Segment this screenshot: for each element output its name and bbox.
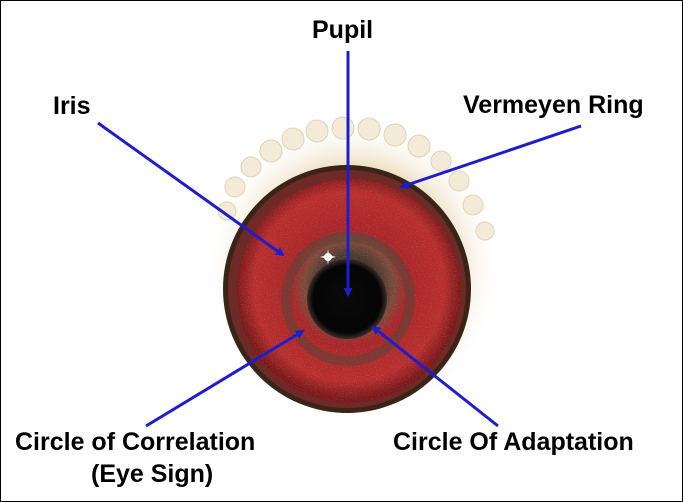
circle-of-adaptation-label: Circle Of Adaptation — [393, 427, 634, 457]
eye-sign-label: (Eye Sign) — [91, 459, 213, 489]
vermeyen-ring-label: Vermeyen Ring — [463, 90, 644, 120]
iris-label: Iris — [53, 91, 91, 121]
circle-of-correlation-label: Circle of Correlation — [15, 427, 255, 457]
pupil-label: Pupil — [312, 15, 373, 45]
